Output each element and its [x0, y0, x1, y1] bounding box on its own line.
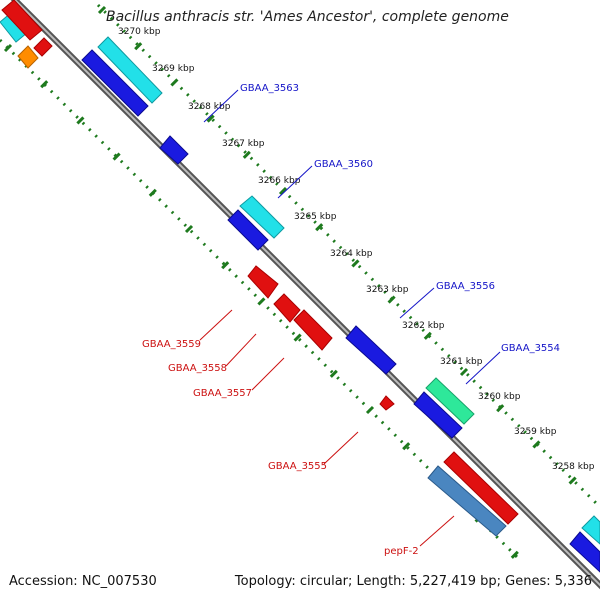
- tick-label: 3265 kbp: [294, 212, 337, 222]
- tick-label: 3267 kbp: [222, 139, 265, 149]
- tick-label: 3270 kbp: [118, 27, 161, 37]
- backbone-outer: [10, 0, 600, 590]
- major-tick: [97, 5, 107, 15]
- cds-cyan-top: [97, 36, 163, 104]
- major-tick: [257, 297, 266, 306]
- leader-line: [203, 89, 239, 123]
- gene-label-gbaa-3563[interactable]: GBAA_3563: [240, 83, 299, 94]
- cds-red-corner-1: [1, 0, 43, 41]
- major-tick: [329, 369, 338, 378]
- cds-red-3557: [293, 309, 333, 351]
- major-tick: [532, 440, 541, 449]
- cds-red-3558: [273, 293, 301, 323]
- gene-label-gbaa-3558[interactable]: GBAA_3558: [168, 363, 227, 374]
- leader-line: [277, 165, 313, 199]
- tick-ring-outer: [96, 3, 600, 509]
- cds-red-corner-2: [33, 37, 53, 57]
- cds-orange-corner: [17, 45, 39, 69]
- forward-gene-labels: GBAA_3563 GBAA_3560 GBAA_3556 GBAA_3554: [203, 83, 560, 385]
- major-tick: [148, 188, 157, 197]
- major-tick: [206, 114, 215, 123]
- tick-label: 3266 kbp: [258, 176, 301, 186]
- major-tick: [221, 261, 230, 270]
- cds-features: [0, 0, 600, 573]
- cds-blue-mid: [227, 209, 269, 251]
- major-tick: [496, 404, 505, 413]
- cds-red-3555: [379, 395, 395, 411]
- gene-label-gbaa-3557[interactable]: GBAA_3557: [193, 388, 252, 399]
- tick-label: 3259 kbp: [514, 427, 557, 437]
- major-tick: [40, 80, 49, 89]
- gene-label-gbaa-3560[interactable]: GBAA_3560: [314, 159, 373, 170]
- leader-line: [199, 309, 233, 341]
- tick-marks-outer: [97, 5, 577, 485]
- cds-blue-edge: [569, 531, 600, 573]
- cds-steel-pepf: [427, 465, 507, 537]
- tick-label: 3268 kbp: [188, 102, 231, 112]
- major-tick: [423, 331, 432, 340]
- major-tick: [402, 442, 411, 451]
- tick-label: 3264 kbp: [330, 249, 373, 259]
- cds-red-pepf: [443, 451, 519, 525]
- tick-label: 3269 kbp: [152, 64, 195, 74]
- cds-cyan-mid: [239, 195, 285, 239]
- cds-cyan-edge: [581, 515, 600, 545]
- major-tick: [459, 367, 469, 377]
- major-tick: [242, 150, 251, 159]
- cds-red-3559: [247, 265, 279, 299]
- major-tick: [293, 333, 302, 342]
- major-tick: [170, 78, 179, 87]
- backbone-inner: [13, 0, 600, 587]
- leader-line: [419, 515, 455, 547]
- cds-blue-small: [159, 135, 189, 165]
- leader-line: [465, 351, 501, 385]
- tick-label: 3262 kbp: [402, 321, 445, 331]
- reverse-gene-labels: GBAA_3559 GBAA_3558 GBAA_3557 GBAA_3555 …: [142, 309, 455, 557]
- major-tick: [76, 116, 85, 125]
- major-tick: [134, 42, 143, 51]
- tick-label: 3263 kbp: [366, 285, 409, 295]
- gene-label-gbaa-3556[interactable]: GBAA_3556: [436, 281, 495, 292]
- leader-line: [225, 333, 257, 367]
- gene-label-gbaa-3559[interactable]: GBAA_3559: [142, 339, 201, 350]
- major-tick: [184, 224, 194, 234]
- major-tick: [278, 186, 288, 196]
- gene-label-gbaa-3555[interactable]: GBAA_3555: [268, 461, 327, 472]
- gene-label-pepf-2[interactable]: pepF-2: [384, 546, 419, 557]
- leader-line: [323, 431, 359, 465]
- tick-label: 3261 kbp: [440, 357, 483, 367]
- leader-line: [399, 287, 435, 319]
- genome-title: Bacillus anthracis str. 'Ames Ancestor',…: [106, 9, 509, 25]
- accession-text: Accession: NC_007530: [9, 574, 157, 589]
- major-tick: [3, 43, 13, 53]
- major-tick: [315, 223, 324, 232]
- tick-label: 3260 kbp: [478, 392, 521, 402]
- cds-blue-3556: [345, 325, 397, 375]
- cds-green-3554: [425, 377, 475, 425]
- leader-line: [251, 357, 285, 391]
- major-tick: [351, 259, 360, 268]
- gene-label-gbaa-3554[interactable]: GBAA_3554: [501, 343, 560, 354]
- major-tick: [112, 152, 121, 161]
- major-tick: [365, 405, 375, 415]
- cds-blue-lower: [413, 391, 463, 439]
- major-tick: [568, 476, 577, 485]
- cds-blue-top: [81, 49, 149, 117]
- major-tick: [510, 550, 519, 559]
- tick-labels: 3270 kbp 3269 kbp 3268 kbp 3267 kbp 3266…: [118, 27, 595, 472]
- major-tick: [387, 295, 396, 304]
- tick-label: 3258 kbp: [552, 462, 595, 472]
- topology-text: Topology: circular; Length: 5,227,419 bp…: [234, 574, 592, 589]
